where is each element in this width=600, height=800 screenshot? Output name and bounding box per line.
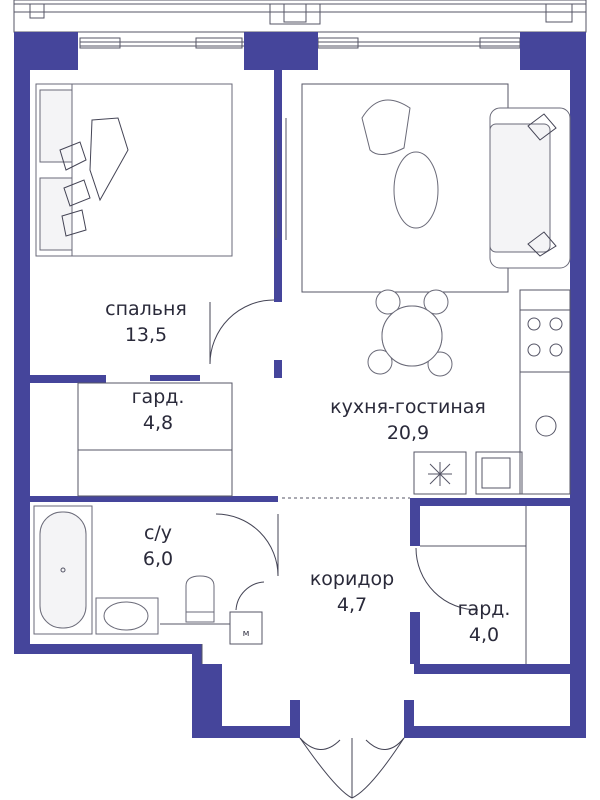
partitions — [30, 70, 570, 664]
wardrobe-1-shelves — [77, 382, 233, 497]
room-area: 13,5 — [124, 324, 168, 346]
room-name: спальня — [105, 298, 187, 320]
room-area: 20,9 — [386, 422, 430, 444]
wardrobe-2-door — [415, 506, 527, 664]
room-name: гард. — [131, 386, 185, 408]
room-name: гард. — [457, 598, 511, 620]
meter-symbol: м — [243, 629, 250, 639]
room-name: кухня-гостиная — [330, 396, 486, 418]
room-area: 4,8 — [142, 412, 174, 434]
room-label-wardrobe-2: гард. 4,0 — [458, 596, 511, 648]
room-label-wardrobe-1: гард. 4,8 — [132, 384, 185, 436]
kitchen-unit — [413, 289, 571, 495]
room-label-corridor: коридор 4,7 — [310, 566, 394, 618]
living-furniture — [275, 83, 571, 293]
entrance-door — [299, 737, 405, 799]
room-name: с/у — [143, 522, 173, 544]
room-label-bedroom: спальня 13,5 — [105, 296, 187, 348]
room-area: 4,7 — [336, 594, 368, 616]
walls — [14, 32, 586, 738]
bathroom-door — [215, 513, 279, 611]
bathroom-fixtures — [33, 505, 263, 664]
room-area: 4,0 — [468, 624, 500, 646]
room-name: коридор — [309, 568, 395, 590]
room-area: 6,0 — [142, 548, 174, 570]
room-label-kitchen-living: кухня-гостиная 20,9 — [330, 394, 486, 446]
dining-table — [367, 289, 453, 377]
bedroom-door — [209, 299, 275, 365]
room-label-bathroom: с/у 6,0 — [143, 520, 173, 572]
bed — [35, 83, 233, 257]
